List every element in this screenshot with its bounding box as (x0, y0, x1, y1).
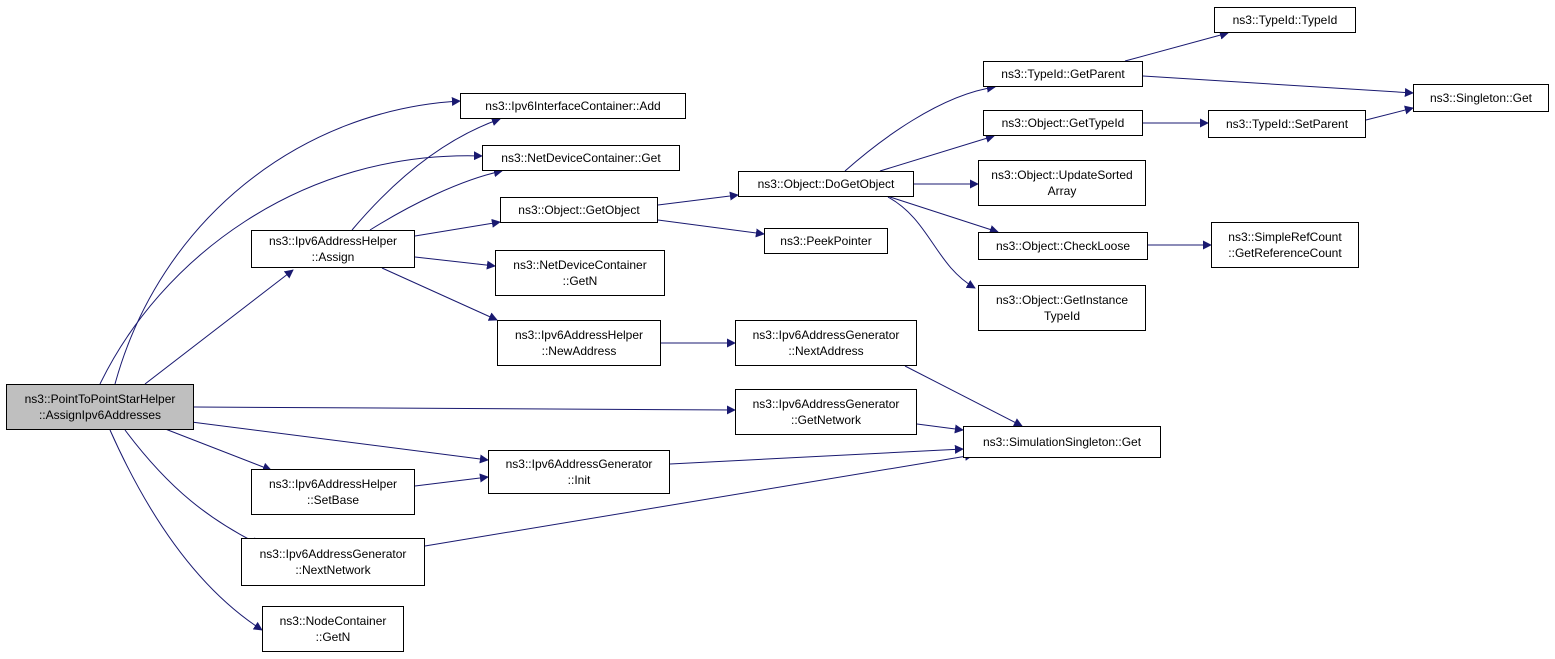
node-singleton-get[interactable]: ns3::Singleton::Get (1413, 84, 1549, 112)
edge-obj_dogetobject-to-obj_gettypeid (879, 134, 995, 172)
node-label-line: ::Init (567, 473, 591, 487)
node-label-line: ns3::Ipv6AddressGenerator (752, 328, 900, 342)
node-label-line: ns3::SimulationSingleton::Get (982, 435, 1142, 449)
node-label-line: ns3::Object::UpdateSorted (991, 168, 1133, 182)
node-label-line: ns3::Ipv6AddressGenerator (259, 547, 407, 561)
node-src-getreferencecount[interactable]: ns3::SimpleRefCount::GetReferenceCount (1211, 222, 1359, 268)
node-ndc-get[interactable]: ns3::NetDeviceContainer::Get (482, 145, 680, 171)
edge-obj_dogetobject-to-obj_checkloose (889, 196, 999, 234)
edge-root-to-ipv6ah_assign (144, 269, 294, 385)
node-label-line: ns3::TypeId::TypeId (1232, 13, 1338, 27)
node-label-line: ns3::Singleton::Get (1429, 91, 1533, 105)
node-label-line: ns3::NodeContainer (279, 614, 387, 628)
node-label-line: ns3::Ipv6AddressGenerator (505, 457, 653, 471)
node-obj-gettypeid[interactable]: ns3::Object::GetTypeId (983, 110, 1143, 136)
edge-obj_getobject-to-peekpointer (657, 219, 765, 238)
node-label-line: ns3::TypeId::GetParent (1001, 67, 1125, 81)
node-label-line: ns3::NetDeviceContainer::Get (501, 151, 661, 165)
node-label-line: ::NextAddress (788, 344, 864, 358)
node-typeid-setparent[interactable]: ns3::TypeId::SetParent (1208, 110, 1366, 138)
edge-ipv6ah_setbase-to-ipv6ag_init (414, 473, 489, 487)
edge-ipv6ag_init-to-simsingleton_get (669, 444, 964, 465)
node-ndc-getn[interactable]: ns3::NetDeviceContainer::GetN (495, 250, 665, 296)
node-label-line: ::GetNetwork (790, 413, 862, 427)
edge-ipv6ag_nextnetwork-to-simsingleton_get (424, 451, 974, 547)
node-ipv6ah-assign[interactable]: ns3::Ipv6AddressHelper::Assign (251, 230, 415, 268)
node-label-line: ns3::PointToPointStarHelper (24, 392, 176, 406)
node-label-line: ::GetN (562, 274, 598, 288)
edge-root-to-nc_getn (109, 429, 263, 631)
node-ipv6ah-setbase[interactable]: ns3::Ipv6AddressHelper::SetBase (251, 469, 415, 515)
node-label-line: ::NextNetwork (295, 563, 371, 577)
node-label-line: ns3::TypeId::SetParent (1225, 117, 1349, 131)
edge-obj_getobject-to-obj_dogetobject (657, 191, 739, 206)
node-ipv6ag-init[interactable]: ns3::Ipv6AddressGenerator::Init (488, 450, 670, 494)
node-label-line: ns3::PeekPointer (780, 234, 872, 248)
edge-obj_dogetobject-to-typeid_getparent (844, 83, 996, 172)
node-label-line: ::NewAddress (541, 344, 617, 358)
edge-ipv6ah_assign-to-ndc_get (369, 168, 503, 231)
node-label-line: ns3::SimpleRefCount (1228, 230, 1342, 244)
node-label-line: ns3::Ipv6AddressHelper (514, 328, 644, 342)
node-label-line: ns3::Ipv6AddressHelper (268, 234, 398, 248)
edge-root-to-ipv6ah_setbase (154, 424, 272, 472)
node-nc-getn[interactable]: ns3::NodeContainer::GetN (262, 606, 404, 652)
edge-ipv6ah_assign-to-obj_getobject (414, 218, 501, 237)
edge-root-to-ipv6ag_nextnetwork (124, 429, 261, 546)
node-obj-getobject[interactable]: ns3::Object::GetObject (500, 197, 658, 223)
node-ipv6ag-getnetwork[interactable]: ns3::Ipv6AddressGenerator::GetNetwork (735, 389, 917, 435)
node-label-line: ns3::Object::GetObject (518, 203, 640, 217)
node-label-line: TypeId (1043, 309, 1081, 323)
node-typeid-getparent[interactable]: ns3::TypeId::GetParent (983, 61, 1143, 87)
node-label-line: ::SetBase (306, 493, 360, 507)
node-label-line: ns3::NetDeviceContainer (513, 258, 647, 272)
node-obj-dogetobject[interactable]: ns3::Object::DoGetObject (738, 171, 914, 197)
node-ipv6ah-newaddress[interactable]: ns3::Ipv6AddressHelper::NewAddress (497, 320, 661, 366)
node-label-line: ns3::Object::DoGetObject (757, 177, 895, 191)
node-label-line: Array (1047, 184, 1077, 198)
edge-typeid_getparent-to-singleton_get (1142, 75, 1414, 97)
node-label-line: ns3::Object::GetInstance (995, 293, 1129, 307)
node-label-line: ::AssignIpv6Addresses (38, 408, 162, 422)
edge-ipv6ah_assign-to-ipv6ah_newaddress (381, 267, 498, 321)
edge-root-to-ipv6ag_init (159, 417, 489, 464)
edge-typeid_getparent-to-typeid_typeid (1124, 30, 1229, 62)
edge-ipv6ag_getnetwork-to-simsingleton_get (916, 423, 964, 434)
node-ipv6ag-nextaddress[interactable]: ns3::Ipv6AddressGenerator::NextAddress (735, 320, 917, 366)
node-ipv6ag-nextnetwork[interactable]: ns3::Ipv6AddressGenerator::NextNetwork (241, 538, 425, 586)
edge-ipv6ag_nextaddress-to-simsingleton_get (904, 365, 1023, 427)
node-label-line: ns3::Ipv6AddressHelper (268, 477, 398, 491)
edge-obj_dogetobject-to-obj_getinstancetypeid (887, 196, 976, 289)
edge-typeid_setparent-to-singleton_get (1365, 105, 1414, 121)
edge-ipv6ah_assign-to-ndc_getn (414, 256, 496, 270)
node-root: ns3::PointToPointStarHelper::AssignIpv6A… (6, 384, 194, 430)
node-simsingleton-get[interactable]: ns3::SimulationSingleton::Get (963, 426, 1161, 458)
node-label-line: ::GetReferenceCount (1228, 246, 1342, 260)
edge-root-to-ndc_get (99, 151, 483, 385)
edge-root-to-ipv6ag_getnetwork (193, 405, 736, 415)
node-ipv6ic-add[interactable]: ns3::Ipv6InterfaceContainer::Add (460, 93, 686, 119)
node-typeid-typeid[interactable]: ns3::TypeId::TypeId (1214, 7, 1356, 33)
node-label-line: ::Assign (311, 250, 355, 264)
node-label-line: ns3::Ipv6AddressGenerator (752, 397, 900, 411)
node-label-line: ns3::Ipv6InterfaceContainer::Add (485, 99, 661, 113)
node-obj-checkloose[interactable]: ns3::Object::CheckLoose (978, 232, 1148, 260)
node-label-line: ns3::Object::GetTypeId (1001, 116, 1125, 130)
node-peekpointer[interactable]: ns3::PeekPointer (764, 228, 888, 254)
node-label-line: ns3::Object::CheckLoose (995, 239, 1131, 253)
edge-root-to-ipv6ic_add (114, 96, 461, 385)
edge-ipv6ah_assign-to-ipv6ic_add (351, 117, 501, 231)
node-label-line: ::GetN (315, 630, 351, 644)
